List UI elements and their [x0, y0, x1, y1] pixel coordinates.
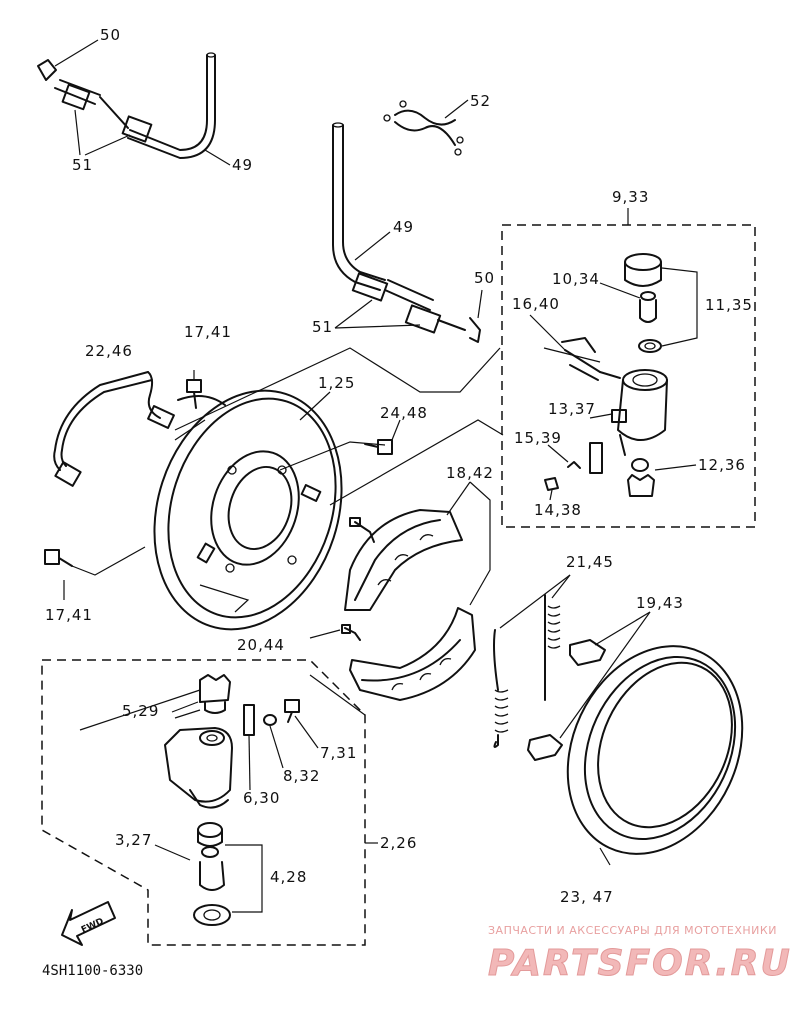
- label-5-29: 5,29: [122, 702, 159, 720]
- master-cylinder-assembly: [79, 674, 366, 926]
- label-50-b: 50: [474, 269, 495, 287]
- master-cylinder-group-box: [41, 659, 366, 946]
- label-7-31: 7,31: [320, 744, 357, 762]
- label-3-27: 3,27: [115, 831, 152, 849]
- brake-hose: [53, 371, 175, 487]
- shoe-callout-lines: [446, 481, 491, 606]
- label-15-39: 15,39: [514, 429, 562, 447]
- shoe-springs: [493, 574, 571, 748]
- label-13-37: 13,37: [548, 400, 596, 418]
- lead-16-40: [529, 314, 566, 351]
- label-51-b: 51: [312, 318, 333, 336]
- label-8-32: 8,32: [283, 767, 320, 785]
- label-12-36: 12,36: [698, 456, 746, 474]
- label-21-45: 21,45: [566, 553, 614, 571]
- brake-shoe-upper: [344, 509, 463, 611]
- lead-14-38: [549, 489, 553, 501]
- lead-6-30: [248, 734, 251, 791]
- label-24-48: 24,48: [380, 404, 428, 422]
- wheel-cylinder-assembly: [543, 253, 698, 497]
- label-52: 52: [470, 92, 491, 110]
- brake-pipe-middle: [332, 122, 481, 343]
- label-22-46: 22,46: [85, 342, 133, 360]
- lead-50: [54, 39, 99, 67]
- brake-drum-ring: [566, 645, 744, 866]
- lead-52: [444, 99, 469, 119]
- label-14-38: 14,38: [534, 501, 582, 519]
- label-51: 51: [72, 156, 93, 174]
- label-49-b: 49: [393, 218, 414, 236]
- shoe-pin: [309, 517, 375, 641]
- label-50: 50: [100, 26, 121, 44]
- label-6-30: 6,30: [243, 789, 280, 807]
- lead-12-36: [654, 464, 697, 471]
- bolt-24-48: [364, 419, 401, 455]
- bolt-17-41-upper: [186, 370, 202, 409]
- watermark-logo: PARTSFOR.RU: [488, 943, 792, 984]
- brake-shoe-lower: [349, 607, 476, 701]
- fwd-label: FWD: [80, 917, 106, 936]
- label-19-43: 19,43: [636, 594, 684, 612]
- label-23-47: 23, 47: [560, 888, 614, 906]
- label-11-35: 11,35: [705, 296, 753, 314]
- label-20-44: 20,44: [237, 636, 285, 654]
- label-49: 49: [232, 156, 253, 174]
- label-4-28: 4,28: [270, 868, 307, 886]
- label-17-41: 17,41: [184, 323, 232, 341]
- lead-51-b: [334, 299, 421, 329]
- fwd-arrow: [61, 901, 116, 946]
- wheel-cylinder-group-box: [501, 208, 756, 528]
- lead-8-32: [269, 725, 284, 769]
- lead-10-34: [599, 282, 641, 299]
- watermark-tagline: ЗАПЧАСТИ И АКСЕССУАРЫ ДЛЯ МОТОТЕХНИКИ: [488, 924, 777, 937]
- bolt-17-41-lower: [44, 546, 146, 600]
- lead-51: [74, 109, 131, 156]
- lead-20-44: [199, 584, 250, 613]
- lead-13-37: [589, 413, 613, 419]
- lead-7-31: [294, 715, 319, 749]
- label-18-42: 18,42: [446, 464, 494, 482]
- label-10-34: 10,34: [552, 270, 600, 288]
- lead-15-39: [547, 444, 569, 463]
- brake-pipe-top: [37, 52, 216, 159]
- shoe-adjuster-pads: [527, 611, 651, 761]
- label-9-33: 9,33: [612, 188, 649, 206]
- lead-1-25: [299, 391, 331, 421]
- diagram-code: 4SH1100-6330: [42, 963, 143, 979]
- lead-50-b: [477, 289, 483, 319]
- label-2-26: 2,26: [380, 834, 417, 852]
- brake-backing-plate: [153, 389, 343, 631]
- hose-clip-52: [383, 100, 464, 156]
- label-17-41-b: 17,41: [45, 606, 93, 624]
- label-16-40: 16,40: [512, 295, 560, 313]
- lead-5-29: [171, 701, 199, 713]
- lead-49: [204, 149, 231, 166]
- label-1-25: 1,25: [318, 374, 355, 392]
- lead-49-b: [354, 231, 391, 261]
- backing-plate-callout-lines: [174, 347, 504, 506]
